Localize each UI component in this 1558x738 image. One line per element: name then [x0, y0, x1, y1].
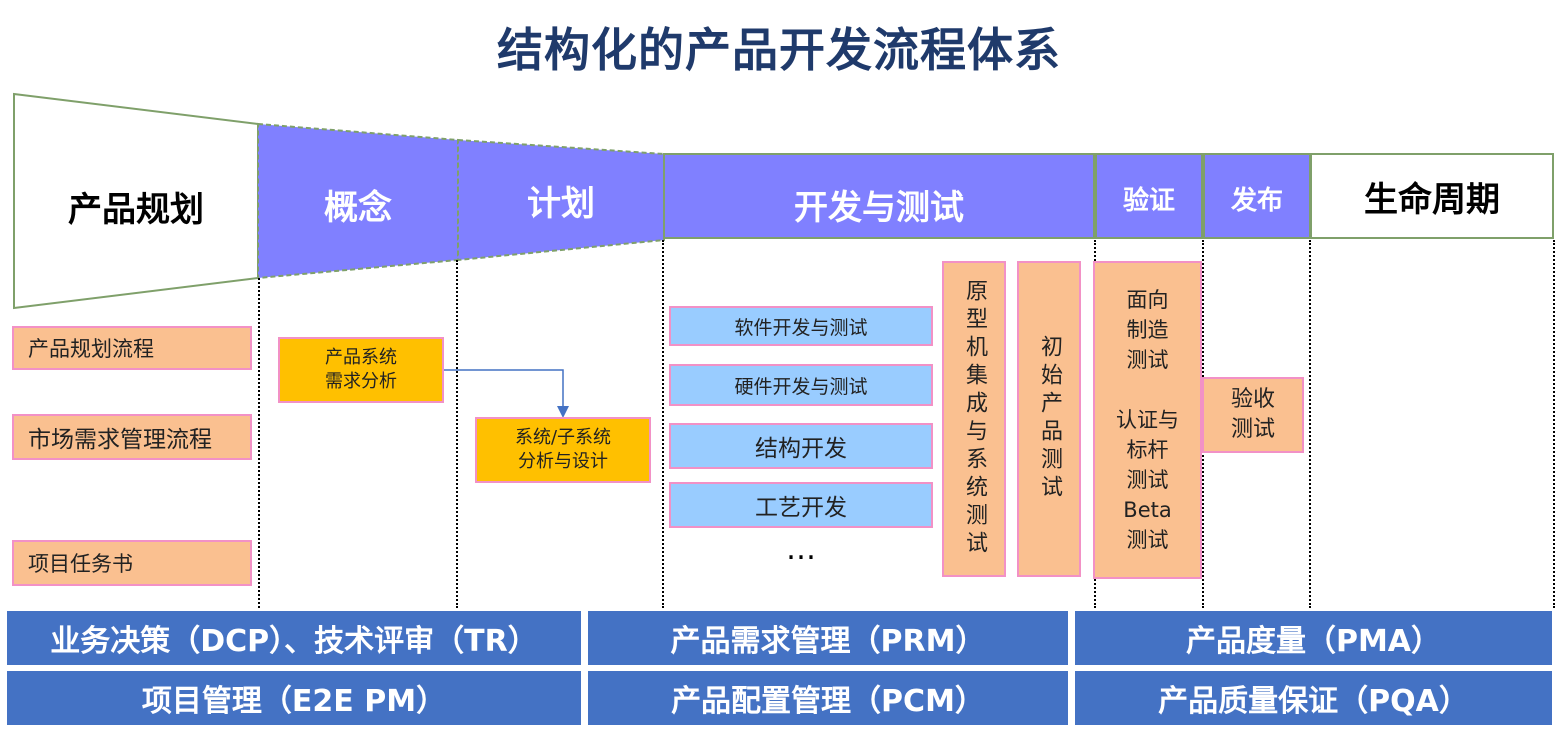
phase-divider — [258, 278, 260, 608]
software-dev-task: 软件开发与测试 — [669, 306, 933, 346]
phase-release-label: 发布 — [1230, 185, 1283, 216]
initial-product-test-label: 初始产品测试 — [1037, 335, 1062, 503]
phase-divider — [456, 260, 458, 608]
dcp-tr-bar: 业务决策（DCP）、技术评审（TR） — [5, 609, 583, 667]
pma-bar: 产品度量（PMA） — [1073, 609, 1554, 667]
plan-phase-shape — [457, 138, 665, 262]
dev-test-phase-shape — [663, 153, 1095, 239]
phase-verify-label: 验证 — [1122, 185, 1175, 216]
phase-lifecycle-label: 生命周期 — [1364, 179, 1500, 220]
prm-bar: 产品需求管理（PRM） — [586, 609, 1070, 667]
connector-arrow — [442, 369, 564, 408]
verification-tests-box: 面向 制造 测试 认证与 标杆 测试 Beta 测试 — [1093, 261, 1202, 579]
phase-planning-label: 产品规划 — [68, 189, 204, 230]
planning-process-box: 产品规划流程 — [12, 326, 252, 370]
prototype-system-test-label: 原型机集成与系统测试 — [962, 279, 987, 559]
arrow-head-icon — [557, 406, 569, 418]
phase-concept-label: 概念 — [324, 187, 392, 228]
system-design-box: 系统/子系统 分析与设计 — [475, 417, 651, 483]
market-requirement-box: 市场需求管理流程 — [12, 414, 252, 460]
phase-plan-label: 计划 — [527, 183, 595, 224]
phase-divider — [662, 240, 664, 608]
project-charter-box: 项目任务书 — [12, 540, 252, 586]
pcm-bar: 产品配置管理（PCM） — [586, 669, 1070, 727]
acceptance-test-box: 验收 测试 — [1202, 377, 1304, 453]
lifecycle-phase-shape — [1310, 153, 1554, 239]
initial-product-test-box: 初始产品测试 — [1017, 261, 1081, 577]
phase-dev-test-label: 开发与测试 — [794, 187, 964, 228]
hardware-dev-task: 硬件开发与测试 — [669, 364, 933, 406]
phase-divider — [1553, 240, 1555, 608]
verify-phase-shape — [1095, 153, 1203, 239]
process-dev-task: 工艺开发 — [669, 482, 933, 528]
more-tasks-ellipsis: … — [786, 532, 816, 567]
pqa-bar: 产品质量保证（PQA） — [1073, 669, 1554, 727]
e2e-pm-bar: 项目管理（E2E PM） — [5, 669, 583, 727]
prototype-system-test-box: 原型机集成与系统测试 — [942, 261, 1006, 577]
phase-divider — [1309, 240, 1311, 608]
page-title: 结构化的产品开发流程体系 — [497, 23, 1061, 77]
structure-dev-task: 结构开发 — [669, 423, 933, 469]
system-requirement-analysis-box: 产品系统 需求分析 — [278, 337, 444, 403]
